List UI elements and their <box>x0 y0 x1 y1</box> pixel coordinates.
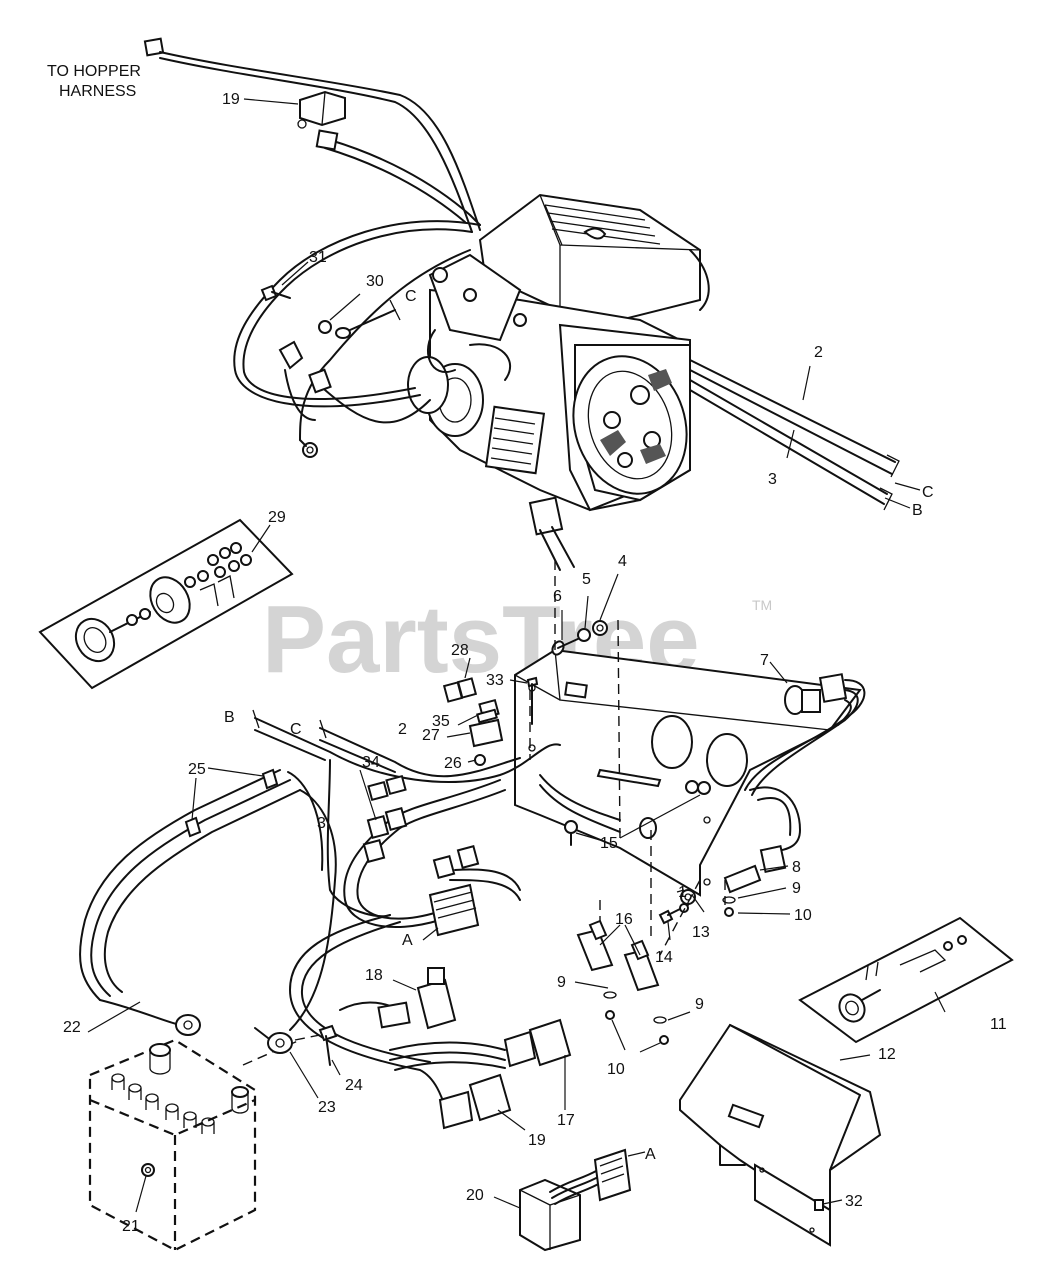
dash-panel <box>514 648 862 897</box>
part-19-top-bracket <box>297 90 346 151</box>
parts-1-13-14-15-hardware <box>564 781 711 941</box>
parts-23-24-terminal-bolt <box>254 1024 341 1099</box>
callout-3-left: 3 <box>317 815 326 832</box>
callout-7: 7 <box>760 652 769 669</box>
part-34-connectors <box>367 774 407 802</box>
labels: TO HOPPER HARNESS 19 31 30 C 2 3 C B 29 … <box>47 63 1007 1235</box>
callout-14: 14 <box>655 949 673 966</box>
part-31-bolt <box>260 261 309 302</box>
callout-21: 21 <box>122 1218 140 1235</box>
letter-b-right: B <box>912 502 923 519</box>
callout-6: 6 <box>553 588 562 605</box>
callout-22: 22 <box>63 1019 81 1036</box>
callout-29: 29 <box>268 509 286 526</box>
callout-1: 1 <box>678 884 687 901</box>
callout-30: 30 <box>366 273 384 290</box>
callout-9-lower: 9 <box>695 996 704 1013</box>
callout-19-top: 19 <box>222 91 240 108</box>
callout-27: 27 <box>422 727 440 744</box>
watermark-tm: TM <box>752 597 772 613</box>
parts-8-9-10-right <box>722 844 791 917</box>
callout-2-left: 2 <box>398 721 407 738</box>
callout-18: 18 <box>365 967 383 984</box>
callout-10-lower: 10 <box>607 1061 625 1078</box>
letter-c-top: C <box>405 288 417 305</box>
part-29-light-kit-inset <box>38 518 294 690</box>
callout-16: 16 <box>615 911 633 928</box>
callout-32: 32 <box>845 1193 863 1210</box>
letter-c-left: C <box>290 721 302 738</box>
letter-c-right: C <box>922 484 934 501</box>
callout-12: 12 <box>878 1046 896 1063</box>
part-7-switch-harness <box>744 661 866 853</box>
callout-17: 17 <box>557 1112 575 1129</box>
callout-34: 34 <box>362 754 380 771</box>
part-12-cover-plate <box>679 1023 882 1247</box>
main-wire-harness <box>252 709 621 941</box>
engine <box>407 193 710 571</box>
callout-33: 33 <box>486 672 504 689</box>
callout-35: 35 <box>432 713 450 730</box>
part-30-washer-terminal <box>318 293 401 339</box>
part-22-ring-terminal <box>87 1001 201 1036</box>
callout-9-left: 9 <box>557 974 566 991</box>
letter-a-left: A <box>402 932 413 949</box>
callout-5: 5 <box>582 571 591 588</box>
engine-wiring-left <box>233 220 481 458</box>
callout-3-top: 3 <box>768 471 777 488</box>
callout-25: 25 <box>188 761 206 778</box>
callout-24: 24 <box>345 1077 363 1094</box>
parts-16-9-10-switches <box>574 919 691 1053</box>
callout-20: 20 <box>466 1187 484 1204</box>
callout-4: 4 <box>618 553 627 570</box>
parts-28-35-27-26-33 <box>442 657 539 766</box>
callout-15: 15 <box>600 835 618 852</box>
callout-23: 23 <box>318 1099 336 1116</box>
cables-2-3-upper <box>689 359 921 511</box>
callout-19-lower: 19 <box>528 1132 546 1149</box>
parts-4-5-6-key-hardware <box>551 573 619 656</box>
harness-lower-branch <box>289 914 506 1121</box>
part-17-bracket <box>503 1018 572 1110</box>
hopper-note-line2: HARNESS <box>59 83 136 100</box>
callout-26: 26 <box>444 755 462 772</box>
callout-8: 8 <box>792 859 801 876</box>
hopper-note-line1: TO HOPPER <box>47 63 141 80</box>
callout-31: 31 <box>309 249 327 266</box>
part-18-relay <box>377 967 457 1030</box>
part-11-light-kit-inset <box>798 916 1014 1044</box>
callout-2-top: 2 <box>814 344 823 361</box>
callout-28: 28 <box>451 642 469 659</box>
callout-10-right: 10 <box>794 907 812 924</box>
letter-a-right: A <box>645 1146 656 1163</box>
part-21-battery <box>88 1038 257 1252</box>
part-20-control-module <box>493 1148 646 1252</box>
hopper-harness-wires <box>143 37 481 233</box>
callout-11: 11 <box>990 1016 1007 1033</box>
letter-b-left: B <box>224 709 235 726</box>
battery-cables <box>79 767 337 1031</box>
part-19-lower-bracket <box>438 1073 526 1131</box>
callout-13: 13 <box>692 924 710 941</box>
callout-9-right: 9 <box>792 880 801 897</box>
